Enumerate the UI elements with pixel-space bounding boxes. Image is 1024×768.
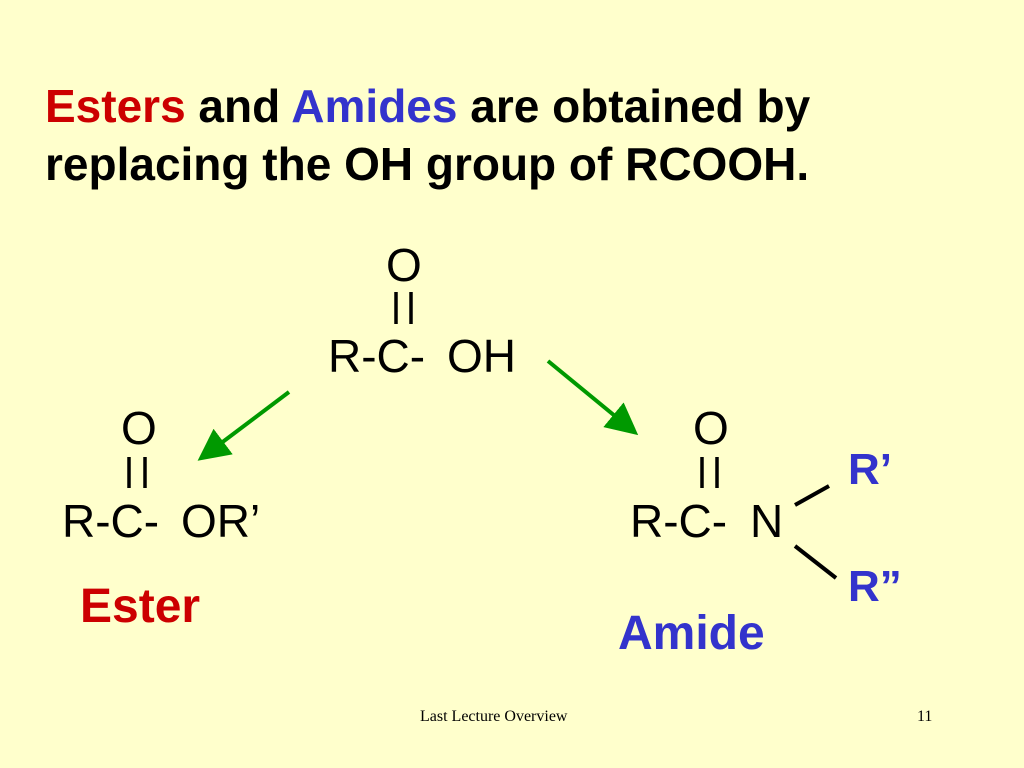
amide-carbonyl-oxygen: O — [693, 402, 729, 454]
acid-carbonyl-oxygen: O — [386, 239, 422, 291]
ester-double-bond — [127, 457, 147, 488]
amide-n-r1-bond — [794, 484, 830, 507]
acid-formula-prefix: R-C- — [328, 330, 426, 382]
arrow-to-ester — [197, 390, 291, 461]
amide-formula-prefix: R-C- — [630, 495, 728, 547]
amide-label: Amide — [618, 607, 765, 660]
ester-formula-prefix: R-C- — [62, 495, 160, 547]
amide-double-bond — [700, 457, 719, 488]
ester-or-group: OR’ — [181, 495, 261, 547]
acid-double-bond — [394, 292, 413, 324]
title-line2: replacing the OH group of RCOOH. — [45, 137, 810, 190]
amide-r1-substituent: R’ — [848, 445, 892, 494]
footer-title: Last Lecture Overview — [420, 708, 568, 725]
title-rest-line1: are obtained by — [457, 80, 811, 132]
title-amides: Amides — [291, 80, 458, 132]
title-and: and — [185, 80, 292, 132]
arrow-to-amide — [546, 359, 639, 436]
slide-number: 11 — [917, 708, 933, 725]
amide-r2-substituent: R” — [848, 562, 902, 611]
ester-carbonyl-oxygen: O — [121, 402, 157, 454]
amide-nitrogen: N — [750, 495, 784, 547]
ester-label: Ester — [80, 580, 201, 633]
acid-hydroxyl-group: OH — [447, 330, 516, 382]
title-esters: Esters — [45, 80, 186, 132]
slide-title: Esters and Amides are obtained by replac… — [45, 78, 1005, 193]
amide-n-r2-bond — [793, 544, 838, 580]
